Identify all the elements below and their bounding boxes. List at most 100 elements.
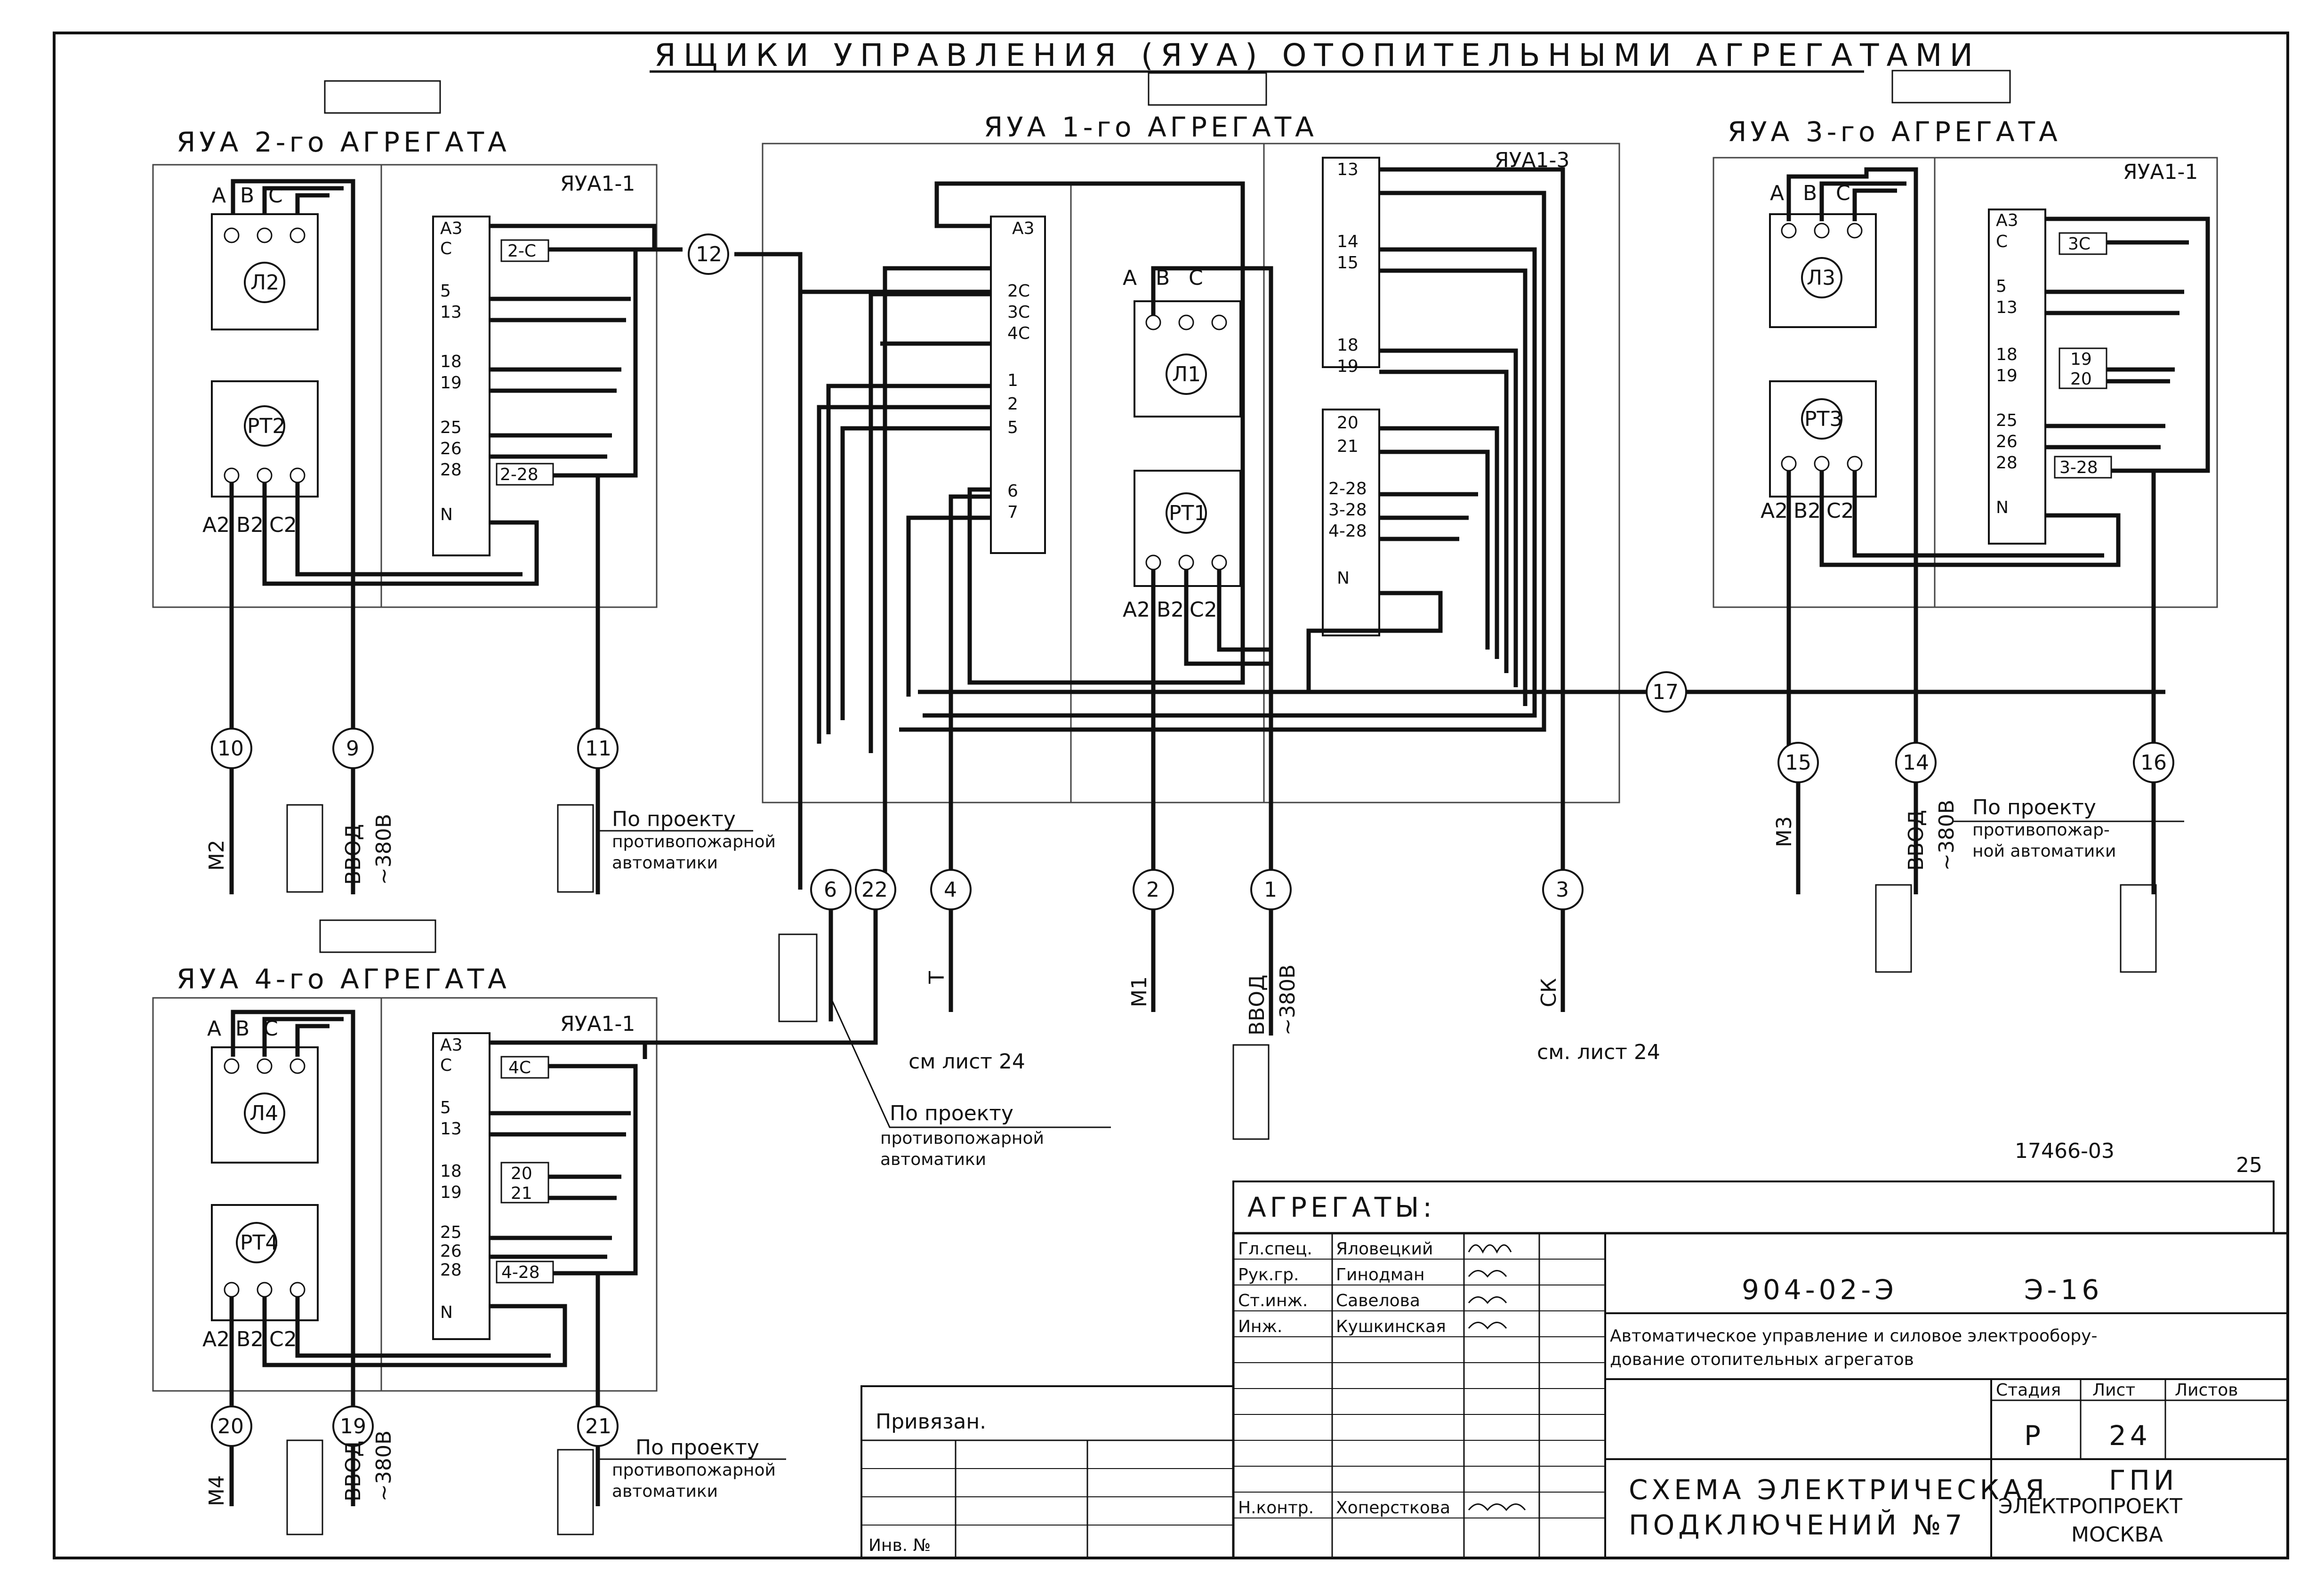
- schema-title-line1: СХЕМА ЭЛЕКТРИЧЕСКАЯ: [1629, 1474, 2048, 1506]
- jumper-label: 3-28: [2059, 458, 2098, 477]
- out-b2: В2: [236, 1327, 264, 1351]
- svg-text:М2: М2: [205, 840, 229, 871]
- svg-text:противопожарной: противопожарной: [880, 1129, 1044, 1148]
- svg-text:Кушкинская: Кушкинская: [1336, 1317, 1446, 1336]
- svg-text:7: 7: [1007, 503, 1018, 522]
- svg-text:19: 19: [1337, 357, 1359, 376]
- svg-text:По проекту: По проекту: [635, 1436, 759, 1460]
- svg-text:А3: А3: [1996, 211, 2018, 230]
- motor-block: [1134, 300, 1241, 418]
- phase-b-label: В: [235, 1017, 249, 1041]
- cable-markers: 10 9 11 12 6 22 4 2 1 3 17 15 14 16 20 1…: [211, 233, 2174, 1447]
- svg-text:N: N: [440, 505, 453, 524]
- svg-text:5: 5: [440, 1098, 451, 1117]
- svg-text:Ст.инж.: Ст.инж.: [1238, 1291, 1308, 1310]
- svg-text:2-28: 2-28: [1328, 479, 1367, 498]
- svg-text:Савелова: Савелова: [1336, 1291, 1420, 1310]
- svg-text:А3: А3: [1012, 219, 1035, 238]
- svg-text:Лист: Лист: [2092, 1381, 2135, 1400]
- privyazan-label: Привязан.: [876, 1410, 986, 1434]
- svg-text:2С: 2С: [1007, 281, 1030, 301]
- inv-label: Инв. №: [868, 1536, 931, 1555]
- jumper-label: 4-28: [501, 1263, 540, 1282]
- svg-text:N: N: [440, 1303, 453, 1322]
- terminal-strip-right-lower: [1322, 409, 1380, 636]
- svg-text:~380В: ~380В: [1276, 964, 1300, 1036]
- box-title: ЯУА 1-го АГРЕГАТА: [984, 111, 1318, 143]
- relay-block: [211, 380, 319, 498]
- svg-text:ВВОД: ВВОД: [1245, 975, 1269, 1036]
- phase-b-label: В: [240, 184, 254, 208]
- svg-text:10: 10: [217, 737, 244, 761]
- leader-lines: [598, 820, 2184, 1460]
- svg-text:26: 26: [1996, 432, 2018, 451]
- svg-text:6: 6: [824, 878, 837, 902]
- blank-label-box: [324, 80, 441, 114]
- svg-text:Хоперсткова: Хоперсткова: [1336, 1498, 1450, 1518]
- svg-text:3С: 3С: [1007, 303, 1030, 322]
- svg-text:А3: А3: [440, 219, 463, 238]
- svg-text:С: С: [440, 239, 452, 258]
- svg-text:20: 20: [217, 1414, 244, 1438]
- svg-text:Н.контр.: Н.контр.: [1238, 1498, 1314, 1518]
- box-title: ЯУА 2-го АГРЕГАТА: [177, 126, 510, 158]
- svg-text:N: N: [1996, 498, 2009, 517]
- org-line2: ЭЛЕКТРОПРОЕКТ: [1998, 1494, 2182, 1518]
- svg-text:20: 20: [1337, 413, 1359, 433]
- out-a2: А2: [202, 513, 230, 537]
- phase-b-label: В: [1803, 181, 1817, 205]
- svg-text:Гинодман: Гинодман: [1336, 1265, 1425, 1285]
- svg-text:28: 28: [1996, 453, 2018, 473]
- svg-text:14: 14: [1337, 232, 1359, 251]
- svg-text:ВВОД: ВВОД: [1904, 810, 1928, 871]
- svg-text:18: 18: [1337, 336, 1359, 355]
- svg-text:13: 13: [1337, 160, 1359, 179]
- main-title: ЯЩИКИ УПРАВЛЕНИЯ (ЯУА) ОТОПИТЕЛЬНЫМИ АГР…: [654, 37, 1980, 73]
- svg-text:4-28: 4-28: [1328, 522, 1367, 541]
- blank-label-box: [1891, 70, 2011, 104]
- jumper-label: 20: [2070, 369, 2092, 389]
- svg-text:М4: М4: [205, 1475, 229, 1506]
- svg-text:21: 21: [1337, 437, 1359, 456]
- sheet-code: Э-16: [2024, 1274, 2103, 1306]
- project-code: 904-02-Э: [1742, 1274, 1898, 1306]
- wiring: [229, 179, 791, 890]
- org-line3: МОСКВА: [2071, 1523, 2163, 1547]
- svg-text:14: 14: [1903, 751, 1929, 775]
- box-agg-2: ЯУА 2-го АГРЕГАТА ЯУА1-1 А В С Л2 РТ2 А2…: [152, 80, 791, 890]
- box-title: ЯУА 3-го АГРЕГАТА: [1728, 116, 2061, 148]
- motor-symbol: [1166, 353, 1207, 395]
- wiring: [1676, 167, 2210, 781]
- svg-text:автоматики: автоматики: [612, 1482, 718, 1501]
- schema-title-line2: ПОДКЛЮЧЕНИЙ №7: [1629, 1509, 1966, 1541]
- list-value: 24: [2109, 1420, 2151, 1452]
- motor-label: Л1: [1172, 362, 1201, 386]
- out-a2: А2: [1123, 598, 1150, 622]
- svg-text:2: 2: [1146, 878, 1159, 902]
- box-agg-4: ЯУА 4-го АГРЕГАТА ЯУА1-1 А В С Л4 РТ4 А2…: [152, 890, 878, 1459]
- svg-text:СК: СК: [1537, 978, 1561, 1007]
- cabinet-label: ЯУА1-1: [560, 172, 635, 196]
- svg-text:1: 1: [1264, 878, 1277, 902]
- svg-text:18: 18: [1996, 345, 2018, 364]
- cabinet-label: ЯУА1-1: [2123, 160, 2198, 184]
- terminal-strip: [432, 1032, 491, 1340]
- svg-text:Инж.: Инж.: [1238, 1317, 1282, 1336]
- out-c2: С2: [1826, 499, 1854, 523]
- svg-text:Яловецкий: Яловецкий: [1336, 1239, 1433, 1259]
- svg-text:~380В: ~380В: [372, 1430, 396, 1502]
- svg-text:По проекту: По проекту: [1972, 795, 2096, 819]
- jumper-label: 2-С: [507, 241, 536, 261]
- enclosure: [762, 143, 1620, 803]
- svg-text:Т: Т: [925, 971, 949, 984]
- jumper-label: 2-28: [500, 465, 539, 484]
- out-a2: А2: [1761, 499, 1788, 523]
- svg-text:25: 25: [440, 418, 462, 437]
- svg-text:19: 19: [1996, 366, 2018, 385]
- description-line2: дование отопительных агрегатов: [1610, 1350, 1914, 1369]
- svg-text:Стадия: Стадия: [1996, 1381, 2061, 1400]
- out-b2: В2: [236, 513, 264, 537]
- svg-text:11: 11: [585, 737, 611, 761]
- svg-text:18: 18: [440, 352, 462, 371]
